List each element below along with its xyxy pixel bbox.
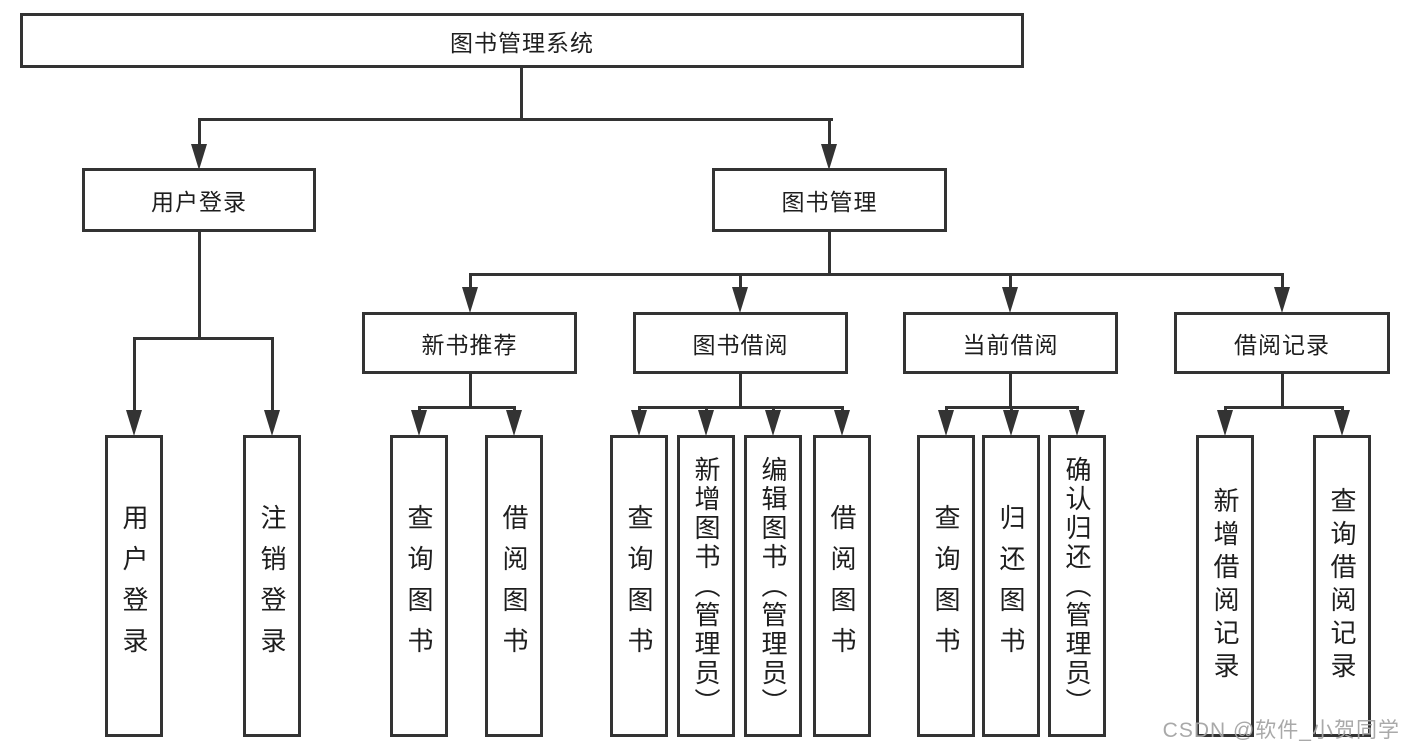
connector-root-stem	[520, 66, 523, 118]
connector-leaf-stem	[1076, 406, 1079, 412]
connector-to-book-mgmt	[828, 118, 831, 146]
leaf-label: 编辑图书（管理员）	[758, 455, 788, 717]
connector-book-borrow-stem	[739, 374, 742, 406]
node-leaf-bb-add-books: 新增图书（管理员）	[677, 435, 735, 737]
connector-splitter-level2	[198, 118, 833, 121]
leaf-label: 查询借阅记录	[1327, 487, 1357, 685]
arrowhead-book-borrow	[732, 287, 748, 313]
connector-book-mgmt-stem	[828, 232, 831, 273]
connector-splitter-new-books	[418, 406, 516, 409]
leaf-label: 查询图书	[624, 504, 654, 668]
connector-leaf-stem	[513, 406, 516, 412]
arrowhead-leaf	[1003, 410, 1019, 436]
connector-leaf-stem	[638, 406, 641, 412]
connector-to-leaf-login	[133, 337, 136, 412]
leaf-label: 查询图书	[931, 504, 961, 668]
node-current-borrow: 当前借阅	[903, 312, 1118, 374]
leaf-label: 查询图书	[404, 504, 434, 668]
connector-to-new-books	[469, 273, 472, 289]
node-new-books: 新书推荐	[362, 312, 577, 374]
node-book-borrow: 图书借阅	[633, 312, 848, 374]
connector-to-current-borrow	[1009, 273, 1012, 289]
node-user-login: 用户登录	[82, 168, 316, 232]
connector-leaf-stem	[841, 406, 844, 412]
arrowhead-leaf	[506, 410, 522, 436]
node-leaf-bb-query-books: 查询图书	[610, 435, 668, 737]
leaf-label: 确认归还（管理员）	[1062, 455, 1092, 717]
arrowhead-book-mgmt	[821, 144, 837, 170]
arrowhead-leaf	[1334, 410, 1350, 436]
node-leaf-cb-return-books: 归还图书	[982, 435, 1040, 737]
arrowhead-leaf	[938, 410, 954, 436]
node-leaf-cb-query-books: 查询图书	[917, 435, 975, 737]
connector-current-borrow-stem	[1009, 374, 1012, 406]
arrowhead-leaf	[411, 410, 427, 436]
leaf-label: 借阅图书	[827, 504, 857, 668]
connector-splitter-book-borrow	[638, 406, 844, 409]
arrowhead-leaf	[1217, 410, 1233, 436]
connector-leaf-stem	[1224, 406, 1227, 412]
node-book-mgmt: 图书管理	[712, 168, 947, 232]
arrowhead-user-login	[191, 144, 207, 170]
connector-to-borrow-records	[1281, 273, 1284, 289]
connector-new-books-stem	[469, 374, 472, 406]
arrowhead-leaf	[1069, 410, 1085, 436]
arrowhead-current-borrow	[1002, 287, 1018, 313]
arrowhead-leaf-login	[126, 410, 142, 436]
connector-leaf-stem	[705, 406, 708, 412]
leaf-label: 借阅图书	[499, 504, 529, 668]
arrowhead-leaf-logout	[264, 410, 280, 436]
node-root: 图书管理系统	[20, 13, 1024, 68]
connector-borrow-records-stem	[1281, 374, 1284, 406]
arrowhead-new-books	[462, 287, 478, 313]
node-leaf-br-query-record: 查询借阅记录	[1313, 435, 1371, 737]
leaf-label: 归还图书	[996, 504, 1026, 668]
leaf-label: 用户登录	[119, 504, 149, 668]
leaf-label: 新增图书（管理员）	[691, 455, 721, 717]
watermark: CSDN @软件_小贺同学	[1162, 719, 1400, 742]
arrowhead-borrow-records	[1274, 287, 1290, 313]
arrowhead-leaf	[698, 410, 714, 436]
node-leaf-cb-confirm-return: 确认归还（管理员）	[1048, 435, 1106, 737]
connector-leaf-stem	[1010, 406, 1013, 412]
connector-to-book-borrow	[739, 273, 742, 289]
arrowhead-leaf	[631, 410, 647, 436]
connector-splitter-borrow-records	[1224, 406, 1343, 409]
node-leaf-nb-borrow-books: 借阅图书	[485, 435, 543, 737]
node-leaf-br-add-record: 新增借阅记录	[1196, 435, 1254, 737]
node-leaf-bb-edit-books: 编辑图书（管理员）	[744, 435, 802, 737]
node-leaf-nb-query-books: 查询图书	[390, 435, 448, 737]
connector-splitter-level3	[469, 273, 1283, 276]
connector-leaf-stem	[945, 406, 948, 412]
leaf-label: 注销登录	[257, 504, 287, 668]
connector-leaf-stem	[418, 406, 421, 412]
connector-user-login-stem	[198, 232, 201, 337]
node-leaf-logout: 注销登录	[243, 435, 301, 737]
node-borrow-records: 借阅记录	[1174, 312, 1390, 374]
node-leaf-user-login: 用户登录	[105, 435, 163, 737]
connector-to-user-login	[198, 118, 201, 146]
connector-to-leaf-logout	[271, 337, 274, 412]
leaf-label: 新增借阅记录	[1210, 487, 1240, 685]
arrowhead-leaf	[834, 410, 850, 436]
connector-splitter-user-login	[133, 337, 273, 340]
connector-leaf-stem	[772, 406, 775, 412]
node-leaf-bb-borrow-books: 借阅图书	[813, 435, 871, 737]
connector-leaf-stem	[1341, 406, 1344, 412]
arrowhead-leaf	[765, 410, 781, 436]
